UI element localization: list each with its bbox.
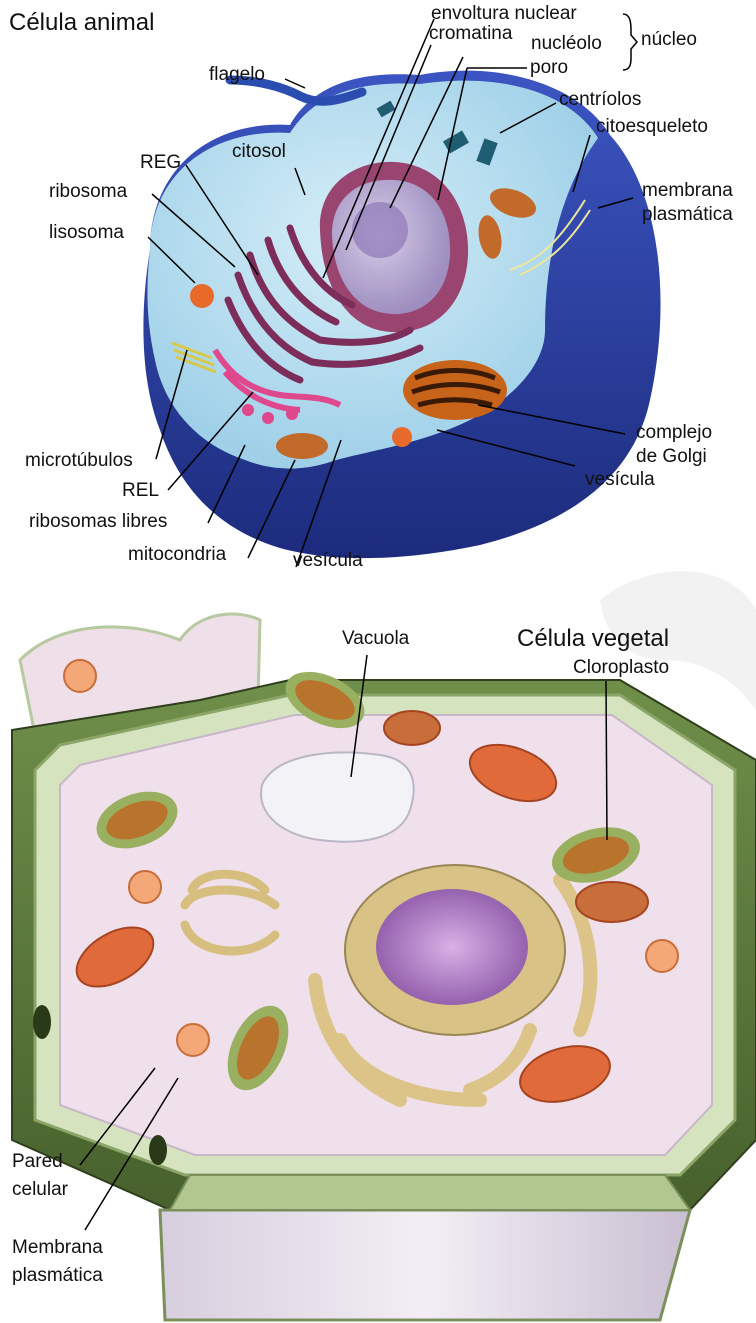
label-nucleo: núcleo xyxy=(641,30,697,50)
label-membrana-2: plasmática xyxy=(642,205,733,225)
label-vesicula-bottom: vesícula xyxy=(293,551,363,571)
label-cloroplasto: Cloroplasto xyxy=(573,656,669,680)
label-nucleolo: nucléolo xyxy=(531,34,602,54)
label-lisosoma: lisosoma xyxy=(49,223,124,243)
animal-golgi xyxy=(403,360,507,420)
label-citosol: citosol xyxy=(232,142,286,162)
label-rel: REL xyxy=(122,481,159,501)
label-membrana-1: membrana xyxy=(642,181,733,201)
label-membrana-plant-1: Membrana xyxy=(12,1236,103,1260)
label-vesicula-right: vesícula xyxy=(585,470,655,490)
label-pared-2: celular xyxy=(12,1178,68,1202)
label-microtubulos: microtúbulos xyxy=(25,451,133,471)
label-reg: REG xyxy=(140,153,181,173)
plant-cell xyxy=(12,614,756,1320)
plant-wall-front xyxy=(160,1210,690,1320)
label-complejo-2: de Golgi xyxy=(636,447,707,467)
label-ribosoma: ribosoma xyxy=(49,182,127,202)
label-ribosomas-libres: ribosomas libres xyxy=(29,512,167,532)
label-poro: poro xyxy=(530,58,568,78)
plant-nucleus xyxy=(345,865,565,1035)
animal-title: Célula animal xyxy=(9,10,154,36)
label-complejo-1: complejo xyxy=(636,423,712,443)
label-vacuola: Vacuola xyxy=(342,627,409,651)
plant-title: Célula vegetal xyxy=(517,626,669,652)
label-mitocondria: mitocondria xyxy=(128,545,226,565)
animal-vesicle xyxy=(392,427,412,447)
animal-cell xyxy=(143,71,660,558)
label-pared-1: Pared xyxy=(12,1150,63,1174)
label-envoltura-nuclear: envoltura nuclear xyxy=(431,4,577,24)
label-flagelo: flagelo xyxy=(209,65,265,85)
plant-vacuole xyxy=(261,753,414,842)
label-citoesqueleto: citoesqueleto xyxy=(596,117,708,137)
label-centriolos: centríolos xyxy=(559,90,641,110)
animal-lysosome xyxy=(190,284,214,308)
label-membrana-plant-2: plasmática xyxy=(12,1264,103,1288)
label-cromatina: cromatina xyxy=(429,24,512,44)
